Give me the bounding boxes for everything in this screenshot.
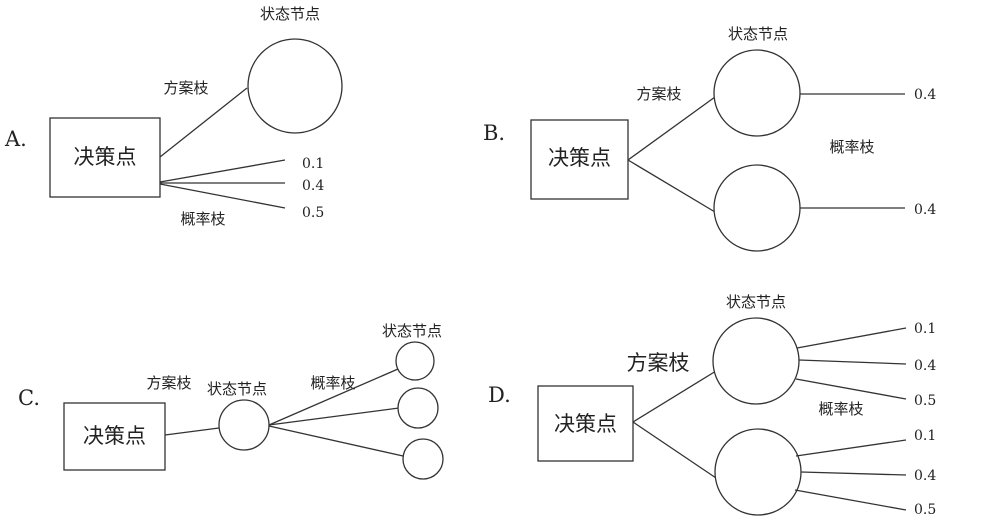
option-c-state-node-circle-3 — [402, 438, 444, 480]
option-b-prob-top: 0.4 — [914, 87, 936, 103]
option-c-letter: C. — [18, 386, 40, 410]
option-a: A. 决策点 状态节点 方案枝 0.1 0.4 0.5 概率枝 — [4, 5, 343, 228]
option-a-scheme-branch-line — [159, 87, 248, 158]
option-c-prob-branch-line-1 — [268, 368, 399, 426]
option-c-decision-label: 决策点 — [83, 424, 146, 448]
option-d: D. 决策点 状态节点 方案枝 0.1 0.4 0.5 概率枝 0.1 0.4 … — [488, 293, 936, 518]
option-d-prob-branch-line-bottom-1 — [795, 439, 907, 457]
option-b-scheme-branch-line-bottom — [627, 159, 716, 213]
option-d-prob-top-1: 0.1 — [914, 321, 936, 337]
option-c-prob-branch-line-2 — [268, 407, 400, 426]
option-c-state-node-circle-mid — [218, 399, 270, 451]
option-d-letter: D. — [488, 383, 511, 407]
option-a-prob-1: 0.1 — [302, 156, 324, 172]
option-a-prob-2: 0.4 — [302, 178, 324, 194]
option-c-state-node-label-mid: 状态节点 — [207, 380, 267, 398]
option-c-scheme-branch-label: 方案枝 — [146, 374, 191, 392]
option-d-prob-bottom-3: 0.5 — [914, 502, 936, 518]
option-a-decision-label: 决策点 — [74, 145, 137, 169]
option-c-scheme-branch-line — [164, 427, 220, 436]
option-b: B. 决策点 状态节点 方案枝 0.4 0.4 概率枝 — [483, 25, 936, 252]
option-b-state-node-label: 状态节点 — [728, 25, 788, 43]
option-c-prob-branch-line-3 — [268, 425, 404, 457]
option-d-prob-branch-line-top-3 — [795, 378, 907, 400]
option-d-scheme-branch-line-bottom — [632, 421, 720, 481]
option-d-prob-branch-line-top-1 — [796, 327, 907, 349]
option-b-state-node-circle-bottom — [713, 164, 801, 252]
option-c: C. 决策点 方案枝 状态节点 概率枝 状态节点 — [18, 322, 444, 480]
option-a-state-node-label: 状态节点 — [260, 5, 320, 23]
option-d-prob-branch-line-bottom-3 — [794, 489, 907, 511]
option-d-scheme-branch-line-top — [632, 370, 717, 423]
option-a-prob-branch-label: 概率枝 — [180, 210, 225, 228]
option-b-decision-label: 决策点 — [548, 146, 611, 170]
option-d-state-node-circle-bottom — [714, 428, 802, 516]
option-b-prob-bottom: 0.4 — [914, 202, 936, 218]
option-b-decision-box — [530, 119, 629, 200]
option-c-state-node-circle-2 — [397, 387, 439, 429]
option-a-prob-branch-line-3 — [159, 183, 286, 209]
option-d-prob-branch-label: 概率枝 — [818, 400, 863, 418]
option-d-prob-branch-line-top-2 — [798, 359, 907, 365]
option-d-state-node-label: 状态节点 — [726, 293, 786, 311]
option-a-state-node-circle — [247, 38, 343, 134]
option-c-state-node-circle-1 — [395, 341, 435, 381]
option-b-letter: B. — [483, 121, 505, 145]
option-a-decision-box — [49, 117, 161, 198]
option-b-prob-branch-label: 概率枝 — [829, 138, 874, 156]
option-d-scheme-branch-label: 方案枝 — [627, 351, 690, 375]
option-b-state-node-circle-top — [713, 49, 801, 137]
option-b-scheme-branch-label: 方案枝 — [636, 85, 681, 103]
option-d-prob-bottom-1: 0.1 — [914, 428, 936, 444]
option-d-decision-label: 决策点 — [554, 412, 617, 436]
option-a-prob-branch-line-1 — [159, 159, 286, 183]
option-b-scheme-branch-line-top — [627, 96, 716, 161]
option-d-prob-top-2: 0.4 — [914, 358, 936, 374]
option-d-prob-bottom-2: 0.4 — [914, 468, 936, 484]
option-c-state-node-label-top: 状态节点 — [382, 322, 442, 340]
option-d-decision-box — [537, 385, 634, 462]
option-a-prob-3: 0.5 — [302, 205, 324, 221]
option-d-prob-branch-line-bottom-2 — [800, 471, 907, 476]
option-c-decision-box — [63, 402, 166, 471]
option-a-scheme-branch-label: 方案枝 — [163, 79, 208, 97]
option-d-prob-top-3: 0.5 — [914, 393, 936, 409]
option-c-prob-branch-label: 概率枝 — [310, 374, 355, 392]
option-d-state-node-circle-top — [712, 317, 800, 405]
option-a-letter: A. — [4, 127, 27, 151]
